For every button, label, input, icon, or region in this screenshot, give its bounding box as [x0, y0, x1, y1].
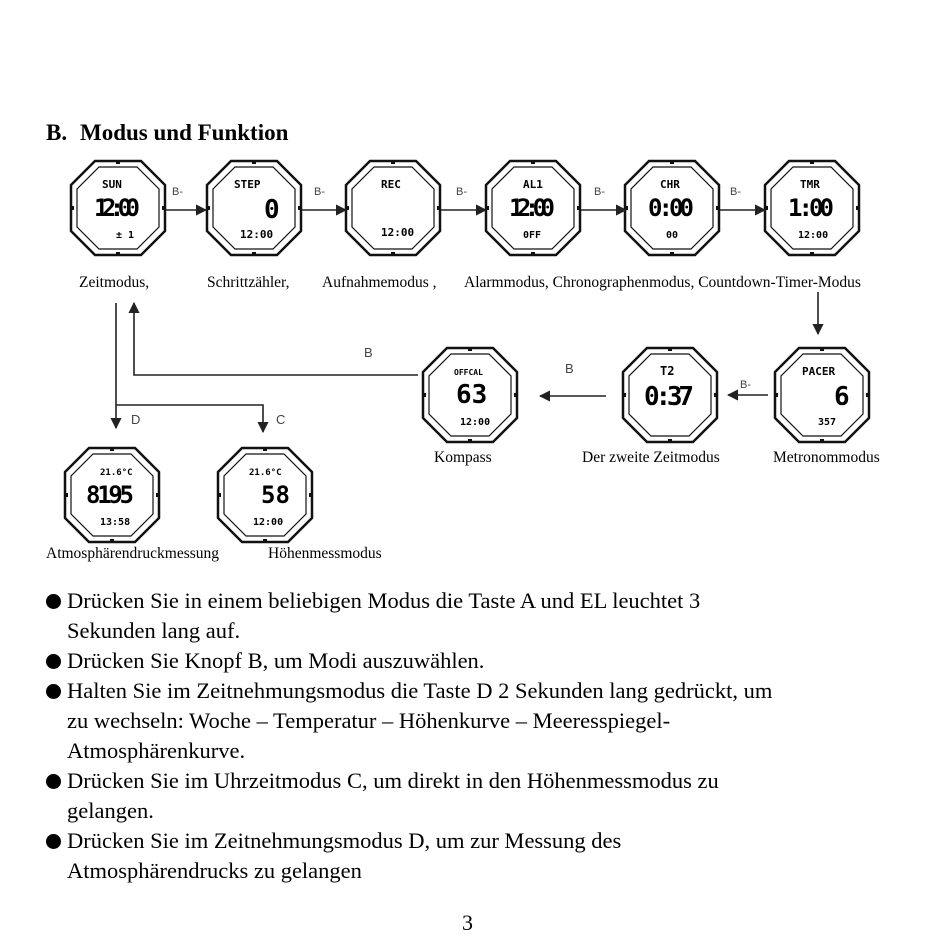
svg-text:B-: B-: [172, 186, 183, 198]
instruction-list: Drücken Sie in einem beliebigen Modus di…: [46, 586, 926, 886]
arrow-labels: B- B- B- B- B- B- B B D C: [131, 186, 751, 427]
svg-text:± 1: ± 1: [116, 230, 134, 241]
label-kompass: Kompass: [434, 449, 492, 466]
section-title: Modus und Funktion: [80, 120, 289, 145]
pacer-bottom: 357: [818, 417, 836, 428]
list-item: Drücken Sie Knopf B, um Modi auszuwählen…: [46, 646, 926, 676]
zeit-top: SUN: [102, 178, 122, 191]
hoehe-bottom: 12:00: [253, 517, 283, 528]
svg-text:B-: B-: [456, 186, 467, 198]
kompass-bottom: 12:00: [460, 417, 490, 428]
label-atmosphaere: Atmosphärendruckmessung: [46, 545, 220, 562]
atmos-top: 21.6°C: [100, 468, 133, 478]
svg-text:B: B: [565, 361, 574, 376]
watch-atmosphaere: 21.6°C 8195 13:58: [63, 446, 161, 544]
svg-text:C: C: [276, 412, 285, 427]
pacer-main: 6: [834, 382, 850, 412]
rec-top: REC: [381, 178, 401, 191]
rec-bottom: 12:00: [381, 226, 414, 239]
bullet-dot: [46, 684, 61, 699]
step-main: 0: [264, 195, 280, 225]
bullet-dot: [46, 594, 61, 609]
label-metronom: Metronommodus: [773, 449, 880, 466]
watch-schrittzaehler: STEP 0 12:00: [205, 159, 303, 257]
svg-text:B-: B-: [730, 186, 741, 198]
watch-zeitmodus: SUN 12:00 ± 1: [69, 159, 167, 257]
section-heading: B. Modus und Funktion: [46, 120, 288, 146]
watch-hoehe: 21.6°C 58 12:00: [216, 446, 314, 544]
label-zeitmodus: Zeitmodus,: [79, 274, 150, 291]
hoehe-main: 58: [261, 481, 290, 509]
list-item: Drücken Sie im Uhrzeitmodus C, um direkt…: [46, 766, 926, 826]
alarm-top: AL1: [523, 178, 543, 191]
alarm-bottom: 0FF: [523, 230, 541, 241]
label-hoehe: Höhenmessmodus: [268, 545, 382, 562]
mode-diagram: SUN 12:00 ± 1 STEP 0 12:00 REC 12:00 AL1…: [63, 159, 871, 544]
watch-aufnahmemodus: REC 12:00: [344, 159, 442, 257]
zeit-main: 12:00: [94, 194, 140, 222]
bullet-dot: [46, 774, 61, 789]
watch-kompass: OFFCAL 63 12:00: [421, 346, 519, 444]
svg-text:B-: B-: [594, 186, 605, 198]
top-arrows: [110, 204, 824, 434]
list-item: Drücken Sie im Zeitnehmungsmodus D, um z…: [46, 826, 926, 886]
label-aufnahmemodus: Aufnahmemodus ,: [322, 274, 437, 291]
svg-text:B-: B-: [740, 379, 751, 391]
svg-text:D: D: [131, 412, 140, 427]
bullet-dot: [46, 834, 61, 849]
label-zweite-zeit: Der zweite Zeitmodus: [582, 449, 720, 466]
chr-top: CHR: [660, 178, 680, 191]
tmr-top: TMR: [800, 178, 820, 191]
watch-zweite-zeit: T2 0:37: [621, 346, 719, 444]
list-item: Drücken Sie in einem beliebigen Modus di…: [46, 586, 926, 646]
atmos-bottom: 13:58: [100, 517, 130, 528]
tmr-main: 1:00: [788, 194, 834, 222]
t2-top: T2: [660, 364, 674, 378]
tmr-bottom: 12:00: [798, 230, 828, 241]
bullet-dot: [46, 654, 61, 669]
watch-countdown: TMR 1:00 12:00: [763, 159, 861, 257]
kompass-main: 63: [456, 380, 487, 410]
alarm-main: 12:00: [509, 194, 555, 222]
t2-main: 0:37: [644, 382, 694, 412]
chr-bottom: 00: [666, 230, 678, 241]
kompass-top: OFFCAL: [454, 368, 483, 377]
list-item: Halten Sie im Zeitnehmungsmodus die Tast…: [46, 676, 926, 766]
watch-alarmmodus: AL1 12:00 0FF: [484, 159, 582, 257]
watch-metronom: PACER 6 357: [773, 346, 871, 444]
hoehe-top: 21.6°C: [249, 468, 282, 478]
label-alarm-chr-countdown: Alarmmodus, Chronographenmodus, Countdow…: [464, 274, 861, 291]
svg-text:B-: B-: [314, 186, 325, 198]
label-schrittzaehler: Schrittzähler,: [207, 274, 290, 291]
pacer-top: PACER: [802, 365, 835, 378]
step-top: STEP: [234, 178, 261, 191]
step-bottom: 12:00: [240, 228, 273, 241]
page-number: 3: [462, 910, 473, 935]
atmos-main: 8195: [86, 481, 134, 509]
svg-text:B: B: [364, 345, 373, 360]
watch-chronograph: CHR 0:00 00: [623, 159, 721, 257]
section-number: B.: [46, 120, 68, 145]
chr-main: 0:00: [648, 194, 694, 222]
